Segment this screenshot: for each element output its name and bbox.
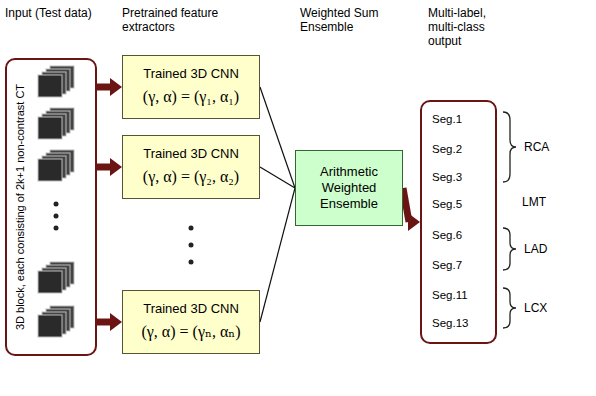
segment-label: Seg.7 (432, 258, 462, 272)
node-text: (γ, α) = (γ₁, α₁) (143, 86, 239, 108)
ellipsis-dots (54, 202, 194, 265)
segment-label: Seg.1 (432, 112, 462, 126)
ct-slice (38, 117, 62, 139)
cnn-box: Trained 3D CNN (γ, α) = (γ₂, α₂) (122, 135, 260, 199)
segment-label: Seg.6 (432, 228, 462, 242)
artery-label: RCA (524, 140, 584, 154)
node-text: Trained 3D CNN (143, 66, 239, 82)
ensemble-box: Arithmetic Weighted Ensemble (295, 150, 403, 226)
column-header: Multi-label, multi-class output (428, 6, 510, 48)
connector (260, 188, 295, 322)
ct-slice (38, 75, 62, 97)
node-text: (γ, α) = (γ₂, α₂) (143, 166, 239, 188)
output-frame: Seg.1Seg.2Seg.3Seg.5Seg.6Seg.7Seg.11Seg.… (420, 100, 497, 344)
connector (97, 78, 122, 96)
segment-label: Seg.2 (432, 142, 462, 156)
connector (403, 188, 420, 231)
node-text: Arithmetic Weighted Ensemble (302, 164, 396, 212)
node-text: Trained 3D CNN (143, 146, 239, 162)
ct-slice (38, 315, 62, 337)
column-header: Pretrained feature extractors (122, 6, 237, 34)
cnn-box: Trained 3D CNN (γ, α) = (γₙ, αₙ) (122, 290, 260, 354)
connector (97, 313, 122, 331)
column-header: Input (Test data) (5, 6, 115, 20)
input-frame: 3D block, each consisting of 2k+1 non-co… (5, 58, 97, 356)
segment-label: Seg.3 (432, 170, 462, 184)
connector (260, 167, 295, 188)
connector (97, 158, 122, 176)
braces (503, 112, 516, 328)
artery-label: LMT (522, 195, 582, 209)
column-header: Weighted Sum Ensemble (300, 6, 395, 34)
ct-slice (38, 271, 62, 293)
artery-label: LAD (524, 242, 584, 256)
ct-stack-icons (38, 66, 74, 337)
artery-label: LCX (524, 301, 584, 315)
segment-label: Seg.5 (432, 197, 462, 211)
node-text: (γ, α) = (γₙ, αₙ) (141, 321, 240, 343)
node-text: Trained 3D CNN (143, 301, 239, 317)
segment-label: Seg.11 (432, 288, 468, 302)
ct-slice (38, 159, 62, 181)
cnn-box: Trained 3D CNN (γ, α) = (γ₁, α₁) (122, 55, 260, 119)
connector (260, 87, 295, 188)
segment-label: Seg.13 (432, 316, 468, 330)
input-description: 3D block, each consisting of 2k+1 non-co… (13, 84, 27, 330)
